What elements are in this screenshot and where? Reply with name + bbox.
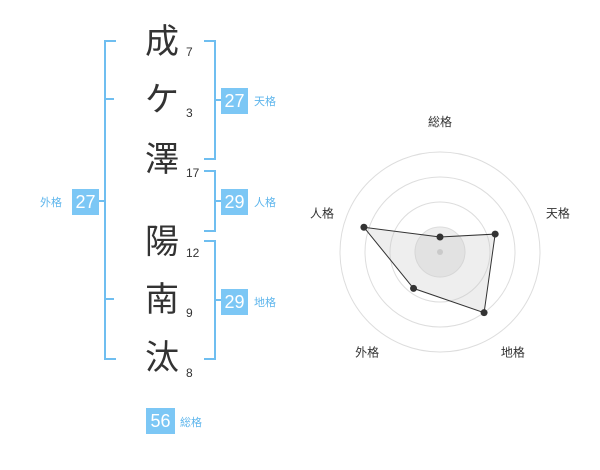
radar-point	[436, 233, 444, 241]
jinkaku-label: 人格	[254, 196, 276, 209]
radar-ring	[364, 176, 516, 328]
radar-ring	[414, 226, 466, 278]
stroke-count-4: 12	[186, 246, 200, 260]
radar-axis-label: 総格	[428, 114, 452, 129]
radar-axis-label: 人格	[310, 206, 334, 221]
gaikaku-value: 27	[72, 189, 99, 215]
gaikaku-bracket-stem	[96, 200, 106, 202]
name-char-3: 澤	[145, 140, 179, 180]
radar-axis-label: 外格	[355, 344, 379, 359]
radar-center-dot	[437, 249, 443, 255]
tenkaku-label: 天格	[254, 95, 276, 108]
radar-point	[480, 309, 488, 317]
radar-axis-label: 地格	[501, 344, 525, 359]
chikaku-label: 地格	[254, 296, 276, 309]
gaikaku-label: 外格	[40, 196, 62, 209]
radar-axis-label: 天格	[546, 206, 570, 221]
jinkaku-value: 29	[221, 189, 248, 215]
radar-series-area	[362, 226, 496, 314]
radar-ring	[389, 201, 491, 303]
name-char-5: 南	[145, 280, 179, 320]
tenkaku-value: 27	[221, 88, 248, 114]
radar-point	[410, 284, 418, 292]
radar-ring	[339, 151, 541, 353]
gaikaku-bracket-tick	[104, 98, 114, 100]
chikaku-bracket-stem	[214, 299, 222, 301]
stroke-count-3: 17	[186, 166, 200, 180]
radar-point	[491, 230, 499, 238]
name-char-6: 汰	[145, 338, 179, 378]
radar-point	[360, 223, 368, 231]
name-char-2: ケ	[145, 80, 179, 120]
stroke-count-5: 9	[186, 306, 193, 320]
name-char-1: 成	[145, 22, 179, 62]
name-char-4: 陽	[145, 222, 179, 262]
chikaku-value: 29	[221, 289, 248, 315]
stroke-count-1: 7	[186, 45, 193, 59]
stroke-count-6: 8	[186, 366, 193, 380]
soukaku-label: 総格	[180, 416, 202, 429]
tenkaku-bracket-stem	[214, 99, 222, 101]
gaikaku-bracket-tick	[104, 298, 114, 300]
jinkaku-bracket-stem	[214, 200, 222, 202]
stroke-count-2: 3	[186, 106, 193, 120]
soukaku-value: 56	[146, 408, 175, 434]
